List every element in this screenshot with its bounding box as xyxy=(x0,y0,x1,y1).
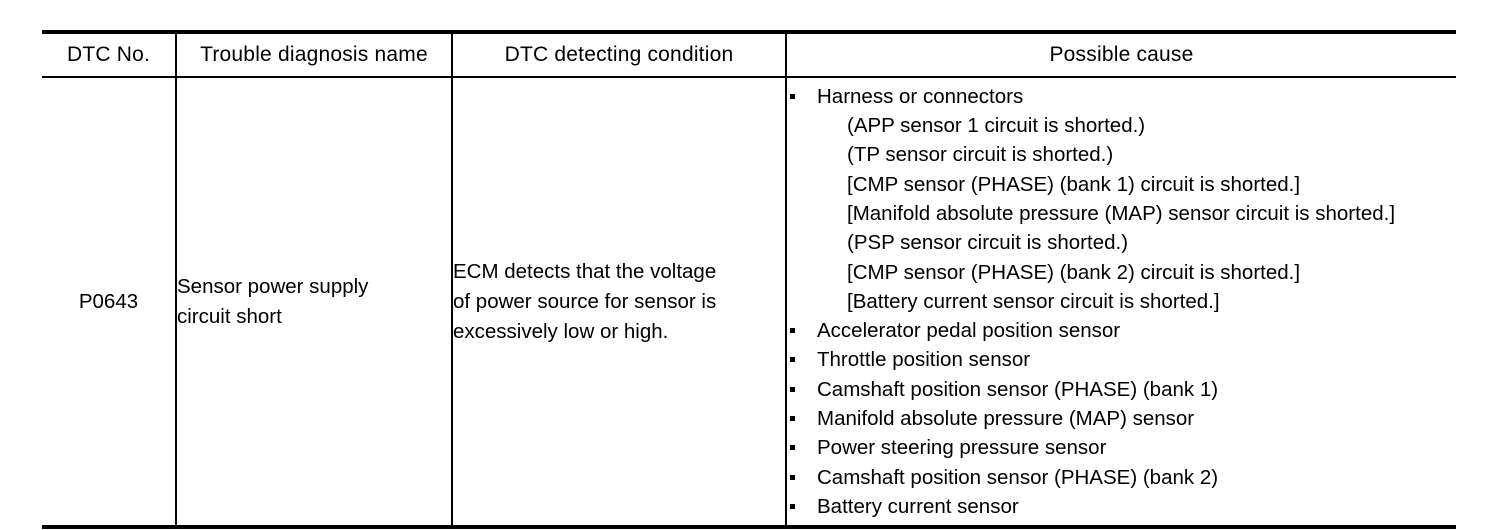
bullet-icon xyxy=(790,357,795,363)
possible-cause-label: Accelerator pedal position sensor xyxy=(817,319,1121,343)
cell-dtc-detecting-condition: ECM detects that the voltage of power so… xyxy=(451,77,786,529)
header-dtc-detecting-condition: DTC detecting condition xyxy=(451,30,786,78)
bullet-icon xyxy=(790,93,795,99)
possible-cause-subline: (APP sensor 1 circuit is shorted.) xyxy=(847,114,1146,138)
possible-cause-label: Battery current sensor xyxy=(817,494,1019,518)
possible-cause-subline: [Manifold absolute pressure (MAP) sensor… xyxy=(847,201,1396,225)
possible-cause-subline: (PSP sensor circuit is shorted.) xyxy=(847,231,1129,255)
possible-cause-subline: [Battery current sensor circuit is short… xyxy=(847,289,1220,313)
bullet-icon xyxy=(790,328,795,334)
possible-cause-item: Throttle position sensor xyxy=(787,345,1456,374)
possible-cause-subline: [CMP sensor (PHASE) (bank 2) circuit is … xyxy=(847,260,1301,284)
detecting-condition-line-2: of power source for sensor is xyxy=(453,289,717,313)
possible-cause-item: Accelerator pedal position sensor xyxy=(787,316,1456,345)
bullet-icon xyxy=(790,416,795,422)
possible-cause-item: Camshaft position sensor (PHASE) (bank 1… xyxy=(787,375,1456,404)
cell-possible-cause: Harness or connectors (APP sensor 1 circu… xyxy=(785,77,1456,529)
possible-cause-list: Harness or connectors (APP sensor 1 circu… xyxy=(787,82,1456,521)
header-dtc-no: DTC No. xyxy=(42,30,176,78)
diagnosis-name-line-1: Sensor power supply xyxy=(177,274,369,298)
bullet-icon xyxy=(790,474,795,480)
diagnosis-name-line-2: circuit short xyxy=(177,304,282,328)
bullet-icon xyxy=(790,503,795,509)
detecting-condition-line-1: ECM detects that the voltage xyxy=(453,259,717,283)
dtc-code: P0643 xyxy=(78,289,139,313)
cell-dtc-no: P0643 xyxy=(42,77,176,529)
cell-trouble-diagnosis-name: Sensor power supply circuit short xyxy=(175,77,452,529)
possible-cause-label: Camshaft position sensor (PHASE) (bank 2… xyxy=(817,465,1219,489)
bullet-icon xyxy=(790,445,795,451)
possible-cause-label: Power steering pressure sensor xyxy=(817,436,1107,460)
possible-cause-label: Throttle position sensor xyxy=(817,348,1031,372)
bullet-icon xyxy=(790,386,795,392)
possible-cause-label: Harness or connectors xyxy=(817,84,1024,108)
possible-cause-label: Camshaft position sensor (PHASE) (bank 1… xyxy=(817,377,1219,401)
table-row: P0643 Sensor power supply circuit short … xyxy=(42,77,1456,529)
table-header-row: DTC No. Trouble diagnosis name DTC detec… xyxy=(42,30,1456,78)
possible-cause-item: Camshaft position sensor (PHASE) (bank 2… xyxy=(787,463,1456,492)
possible-cause-subline: [CMP sensor (PHASE) (bank 1) circuit is … xyxy=(847,172,1301,196)
header-possible-cause: Possible cause xyxy=(785,30,1456,78)
dtc-table: DTC No. Trouble diagnosis name DTC detec… xyxy=(42,30,1456,529)
possible-cause-label: Manifold absolute pressure (MAP) sensor xyxy=(817,407,1195,431)
possible-cause-item: Battery current sensor xyxy=(787,492,1456,521)
possible-cause-subline: (TP sensor circuit is shorted.) xyxy=(847,143,1114,167)
possible-cause-item: Manifold absolute pressure (MAP) sensor xyxy=(787,404,1456,433)
header-trouble-diagnosis-name: Trouble diagnosis name xyxy=(175,30,452,78)
possible-cause-item: Harness or connectors (APP sensor 1 circu… xyxy=(787,82,1456,316)
possible-cause-item: Power steering pressure sensor xyxy=(787,433,1456,462)
detecting-condition-line-3: excessively low or high. xyxy=(453,319,669,343)
